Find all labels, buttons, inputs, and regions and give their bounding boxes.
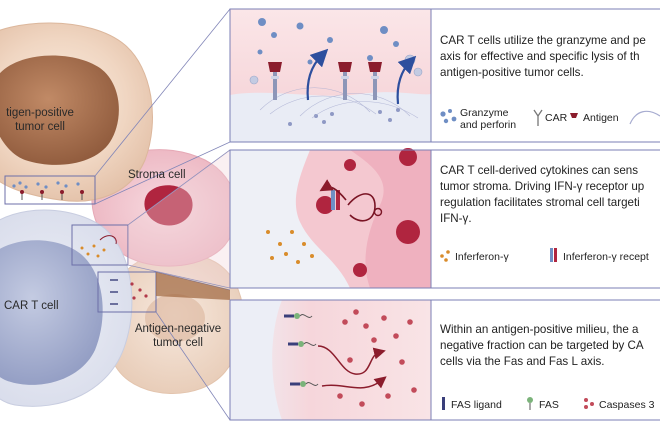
fiber-legend-icon: [629, 110, 660, 125]
fas-fasl-pairs: [284, 313, 319, 387]
car-t-cell: [0, 209, 133, 407]
antigen-legend-label: Antigen: [583, 112, 619, 124]
antigen-negative-tumor-cell-label: Antigen-negative tumor cell: [134, 323, 222, 349]
panel-2-description: CAR T cell-derived cytokines can sens tu…: [440, 164, 645, 225]
fas-ligand-legend-label: FAS ligand: [451, 399, 502, 411]
panel-3-description: Within an antigen-positive milieu, the a…: [440, 323, 644, 368]
car-receptor-pairs: [268, 62, 382, 100]
fas-legend-label: FAS: [539, 399, 559, 411]
panel-1-frame: [229, 8, 660, 143]
car-legend-label: CAR: [545, 112, 568, 124]
antigen-positive-tumor-cell: [0, 22, 153, 202]
interferon-receptor-legend-icon: [550, 248, 557, 262]
panel-1-description: CAR T cells utilize the granzyme and pe …: [440, 34, 646, 79]
stroma-cell-label: Stroma cell: [128, 169, 186, 181]
panel-3-frame: [229, 299, 660, 421]
car-t-cell-label: CAR T cell: [4, 300, 59, 312]
fas-ligand-legend-icon: [442, 397, 445, 410]
interferon-legend-label: Inferferon-γ: [455, 251, 509, 263]
granzyme-legend-label: Granzyme and perforin: [460, 107, 517, 131]
antigen-positive-tumor-cell-label: tigen-positive tumor cell: [6, 107, 74, 133]
caspases-legend-icon: [584, 398, 594, 409]
overview-zoom-box-1: [4, 175, 96, 205]
connector-fill-3: [156, 272, 230, 300]
granzyme-legend-icon: [440, 109, 457, 124]
overview-zoom-box-2: [71, 224, 129, 266]
interferon-receptor-legend-label: Inferferon-γ recept: [563, 251, 649, 263]
antigen-legend-icon: [570, 113, 578, 118]
caspases-legend-label: Caspases 3: [599, 399, 655, 411]
panel-2-illustration: [230, 148, 431, 288]
panel-2-frame: [229, 149, 660, 289]
car-legend-icon: [533, 109, 543, 126]
panel-1-illustration: [230, 9, 431, 142]
panel-3-illustration: [230, 300, 431, 420]
connector-fill-2: [128, 150, 230, 288]
fas-legend-icon: [527, 397, 533, 410]
interferon-legend-icon: [440, 250, 450, 262]
